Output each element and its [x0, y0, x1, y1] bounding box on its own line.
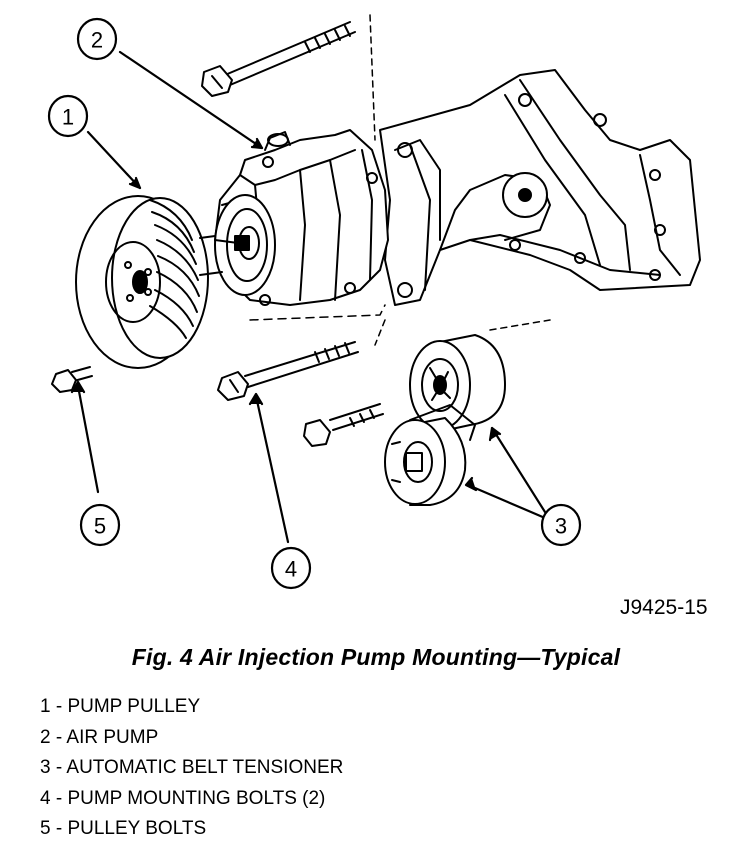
callout-4-label: 4: [285, 557, 297, 582]
pulley-bolt: [51, 366, 93, 393]
callout-4-circle: [270, 546, 312, 590]
pump-mounting-bolt-lower: [217, 319, 386, 401]
legend-item: 2 - AIR PUMP: [40, 726, 159, 748]
figure-id: J9425-15: [620, 596, 708, 619]
callout-3-circle: [540, 503, 582, 547]
callout-2-circle: [76, 17, 118, 61]
callout-5-label: 5: [94, 514, 106, 539]
air-pump: [214, 129, 389, 321]
callout-circles: [47, 17, 582, 590]
callout-5-circle: [79, 503, 121, 547]
legend-list: 1 - PUMP PULLEY 2 - AIR PUMP 3 - AUTOMAT…: [40, 692, 343, 845]
mounting-bracket: [379, 69, 701, 306]
figure-caption: Fig. 4 Air Injection Pump Mounting—Typic…: [131, 644, 621, 670]
legend-item: 4 - PUMP MOUNTING BOLTS (2): [40, 787, 326, 809]
callout-1-label: 1: [62, 105, 74, 130]
legend-item: 5 - PULLEY BOLTS: [40, 818, 207, 839]
pump-mounting-bolt-upper: [201, 14, 376, 141]
callout-3-label: 3: [555, 514, 567, 539]
automatic-belt-tensioner: [303, 319, 551, 506]
callout-2-label: 2: [91, 28, 103, 53]
leader-lines: [70, 50, 547, 544]
legend-item: 1 - PUMP PULLEY: [40, 696, 201, 717]
pump-pulley: [75, 195, 223, 369]
exploded-view-diagram: 1 2 3 4 5 J9425-15: [47, 14, 708, 619]
legend-item: 3 - AUTOMATIC BELT TENSIONER: [40, 757, 344, 778]
callout-1-circle: [47, 94, 89, 138]
